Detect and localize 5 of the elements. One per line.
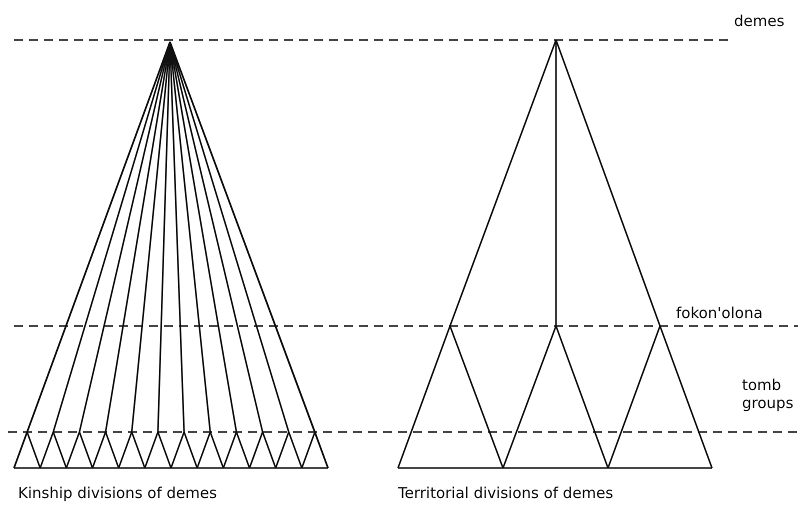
level-label: demes <box>734 12 784 30</box>
figure-caption: Kinship divisions of demes <box>18 484 217 502</box>
level-label: tomb groups <box>742 376 794 412</box>
figure-caption: Territorial divisions of demes <box>398 484 614 502</box>
level-label: fokon'olona <box>676 304 763 322</box>
